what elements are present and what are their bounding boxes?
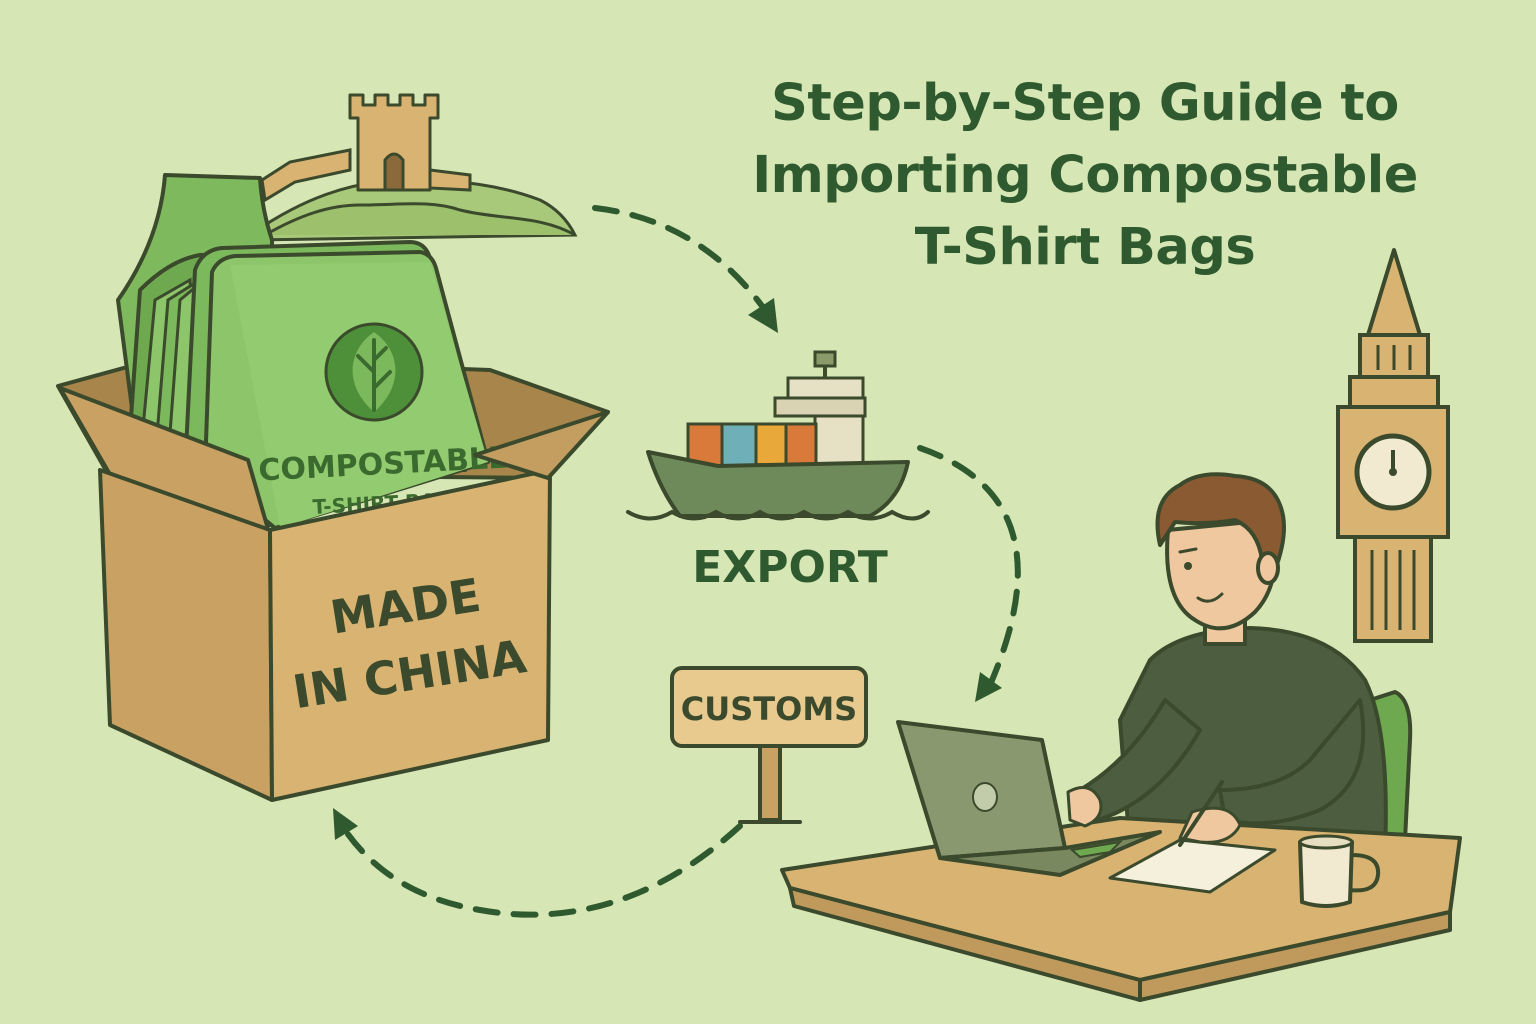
big-ben-icon	[1336, 248, 1450, 643]
export-label: EXPORT	[692, 542, 888, 593]
arrow-customs-to-box	[342, 823, 743, 918]
title-line-1: Step-by-Step Guide to	[771, 74, 1399, 133]
customs-label: CUSTOMS	[681, 690, 857, 728]
arrow-heads	[333, 298, 1002, 840]
box-front	[58, 386, 610, 802]
cargo-ship-icon	[626, 350, 930, 521]
title-line-2: Importing Compostable	[752, 146, 1418, 205]
arrow-ship-to-desk	[917, 445, 1021, 688]
paper	[1108, 838, 1277, 894]
customs-sign	[670, 666, 868, 824]
great-wall-icon	[248, 93, 578, 242]
leaf-icon	[324, 322, 424, 422]
hands	[1066, 780, 1242, 847]
mug-icon	[1298, 834, 1381, 908]
flow-arrows	[342, 205, 1021, 918]
title-line-3: T-Shirt Bags	[914, 218, 1256, 277]
page-title: Step-by-Step Guide to Importing Composta…	[690, 68, 1480, 284]
person	[1078, 472, 1388, 852]
arrow-wall-to-ship	[592, 205, 768, 313]
laptop-icon	[896, 720, 1162, 877]
